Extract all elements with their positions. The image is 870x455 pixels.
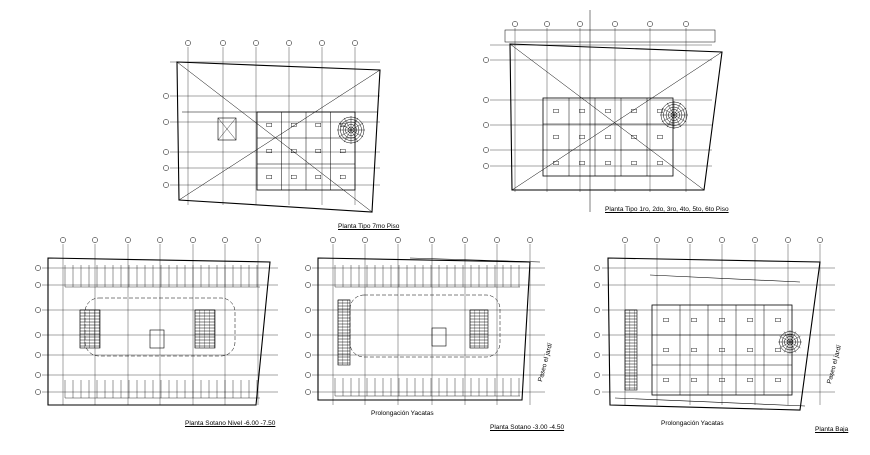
- plan-sotano-drawing: [305, 237, 545, 405]
- title-planta-sotano-nivel: Planta Sotano Nivel -6.00 -7.50: [185, 420, 276, 427]
- plan-7mo-drawing: [163, 40, 381, 213]
- title-planta-sotano: Planta Sotano -3.00 -4.50: [490, 424, 565, 431]
- street-label-prolongacion-2: Prolongación Yacatas: [661, 420, 724, 427]
- street-label-prolongacion-1: Prolongación Yacatas: [371, 410, 434, 417]
- title-planta-tipo: Planta Tipo 1ro, 2do, 3ro, 4to, 5to, 6to…: [605, 206, 729, 213]
- plan-tipo-drawing: [483, 10, 723, 212]
- title-planta-7mo: Planta Tipo 7mo Piso: [338, 223, 400, 230]
- plan-sotano-nivel-drawing: [35, 237, 278, 406]
- title-planta-baja: Planta Baja: [815, 426, 849, 433]
- plan-baja-drawing: [594, 237, 835, 411]
